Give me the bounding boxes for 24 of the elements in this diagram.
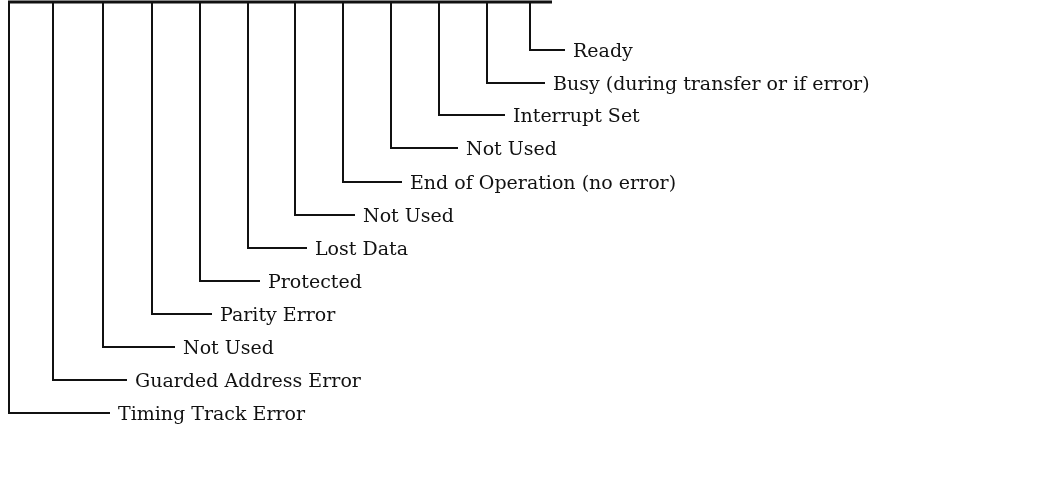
leader-line bbox=[102, 2, 176, 348]
bit-label: Interrupt Set bbox=[513, 103, 640, 127]
leader-line bbox=[342, 2, 403, 183]
bit-label: Protected bbox=[268, 269, 362, 293]
bit-label: Not Used bbox=[183, 335, 274, 359]
bit-label: Guarded Address Error bbox=[135, 368, 361, 392]
bit-label: Busy (during transfer or if error) bbox=[553, 71, 870, 95]
bit-label: End of Operation (no error) bbox=[410, 170, 677, 194]
bit-label: Lost Data bbox=[315, 236, 408, 260]
leader-line bbox=[529, 2, 566, 51]
bit-label: Parity Error bbox=[220, 302, 336, 326]
leader-line bbox=[52, 2, 128, 381]
leader-line bbox=[151, 2, 213, 315]
bit-label: Ready bbox=[573, 38, 633, 62]
leader-line bbox=[486, 2, 546, 84]
bit-label: Not Used bbox=[363, 203, 454, 227]
leader-line bbox=[247, 2, 308, 249]
bit-label: Timing Track Error bbox=[118, 401, 306, 425]
leader-line bbox=[294, 2, 356, 216]
bit-label: Not Used bbox=[466, 136, 557, 160]
leader-line bbox=[8, 2, 111, 414]
leader-line bbox=[199, 2, 261, 282]
leader-line bbox=[390, 2, 459, 149]
leader-line bbox=[438, 2, 506, 116]
